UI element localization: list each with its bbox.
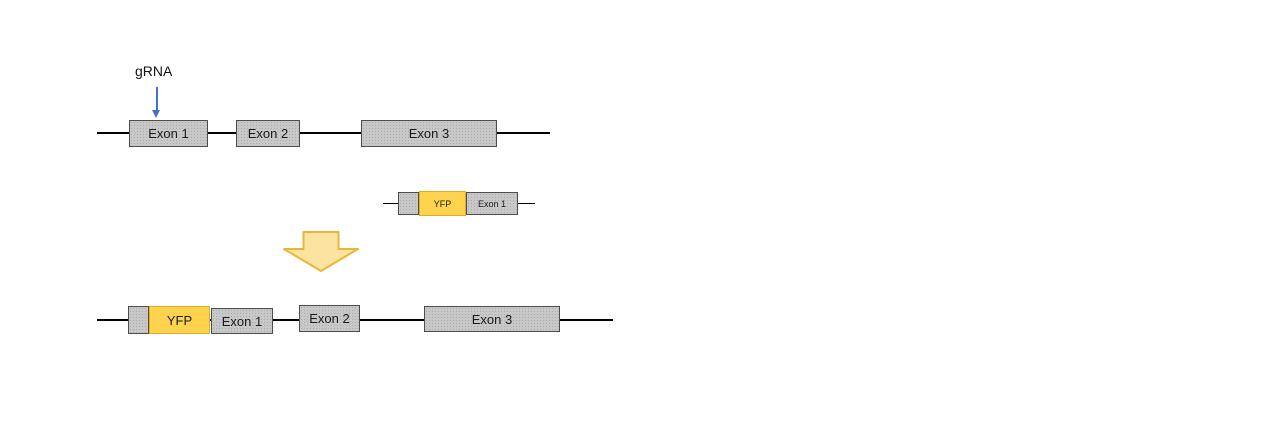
grna-arrowhead (152, 110, 161, 118)
exon3-label-edited: Exon 3 (471, 311, 513, 327)
yfp-label-donor: YFP (433, 198, 452, 209)
grna-arrow-shaft (156, 87, 158, 111)
grna-label: gRNA (135, 63, 173, 79)
exon1-label-edited: Exon 1 (221, 313, 263, 329)
exon3-label-original: Exon 3 (408, 126, 450, 141)
exon1-box-edited: Exon 1 (211, 308, 273, 334)
exon2-label-edited: Exon 2 (309, 311, 350, 326)
homology-arm-box-donor (398, 192, 419, 215)
exon2-label-original: Exon 2 (247, 126, 289, 141)
insertion-arrow-icon (283, 231, 359, 272)
exon3-box-original: Exon 3 (361, 120, 497, 147)
dna-line-original (97, 132, 550, 134)
exon1-label-donor: Exon 1 (477, 198, 507, 209)
exon1-label-original: Exon 1 (148, 126, 189, 141)
exon1-box-original: Exon 1 (129, 120, 208, 147)
exon2-box-original: Exon 2 (236, 120, 300, 147)
yfp-label-edited: YFP (166, 312, 193, 328)
yfp-box-edited: YFP (149, 306, 210, 334)
exon2-box-edited: Exon 2 (299, 305, 360, 332)
exon3-box-edited: Exon 3 (424, 306, 560, 332)
exon1-box-donor: Exon 1 (466, 192, 518, 215)
yfp-box-donor: YFP (419, 191, 466, 216)
homology-arm-box-edited (128, 306, 149, 334)
